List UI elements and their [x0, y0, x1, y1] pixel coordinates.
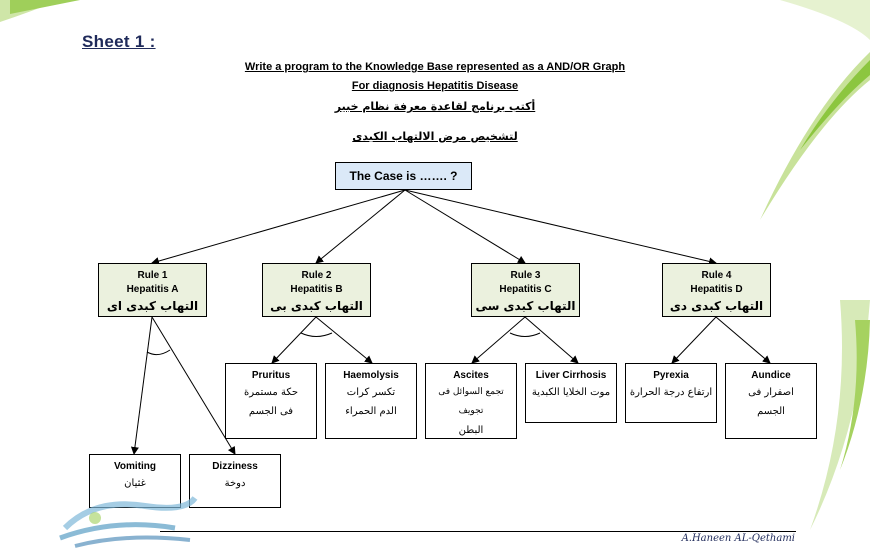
root-node: The Case is ……. ? — [335, 162, 472, 190]
rule-node-3: Rule 3 Hepatitis C التهاب كبدى سى — [471, 263, 580, 317]
symptom-arabic-1: ارتفاع درجة الحرارة — [629, 387, 713, 398]
rule-arabic: التهاب كبدى دى — [669, 299, 764, 313]
symptom-name: Vomiting — [113, 461, 157, 472]
rule-name: Rule 2 — [301, 270, 332, 281]
symptom-node-dizziness: Dizziness دوخة — [189, 454, 281, 508]
symptom-node-vomiting: Vomiting غثيان — [89, 454, 181, 508]
symptom-name: Ascites — [453, 370, 489, 381]
heading-arabic-1: أكتب برنامج لقاعدة معرفة نظام خبير — [334, 100, 536, 113]
symptom-node-pyrexia: Pyrexia ارتفاع درجة الحرارة — [625, 363, 717, 423]
rule-arabic: التهاب كبدى بى — [270, 299, 363, 313]
rule-name: Rule 3 — [510, 270, 541, 281]
symptom-arabic-2: البطن — [458, 425, 484, 436]
rule-type: Hepatitis C — [499, 284, 552, 295]
symptom-name: Dizziness — [212, 461, 258, 472]
symptom-node-haemolysis: Haemolysis تكسر كرات الدم الحمراء — [325, 363, 417, 439]
rule-arabic: التهاب كبدى اى — [106, 299, 199, 313]
heading-arabic-2: لتشخيص مرض الالتهاب الكبدى — [352, 130, 518, 143]
rule-node-4: Rule 4 Hepatitis D التهاب كبدى دى — [662, 263, 771, 317]
rule-arabic: التهاب كبدى سى — [475, 299, 576, 313]
symptom-name: Haemolysis — [343, 370, 399, 381]
rule-node-1: Rule 1 Hepatitis A التهاب كبدى اى — [98, 263, 207, 317]
symptom-arabic-1: تكسر كرات — [346, 387, 396, 398]
symptom-arabic-1: موت الخلايا الكبدية — [531, 387, 611, 398]
symptom-arabic-1: حكة مستمرة — [243, 387, 299, 398]
rule-node-2: Rule 2 Hepatitis B التهاب كبدى بى — [262, 263, 371, 317]
rule-type: Hepatitis A — [126, 284, 179, 295]
symptom-arabic-1: غثيان — [124, 478, 146, 489]
symptom-arabic-1: اصفرار فى — [748, 387, 794, 398]
symptom-arabic-1: دوخة — [224, 478, 246, 489]
symptom-name: Pyrexia — [653, 370, 689, 381]
symptom-arabic-2: فى الجسم — [248, 406, 294, 417]
watermark-logo — [59, 495, 198, 548]
symptom-arabic-2: الدم الحمراء — [345, 406, 397, 417]
rule-type: Hepatitis B — [290, 284, 343, 295]
rule-type: Hepatitis D — [690, 284, 743, 295]
heading-english-1: Write a program to the Knowledge Base re… — [244, 61, 626, 73]
footer-divider — [160, 531, 796, 532]
symptom-name: Aundice — [751, 370, 791, 381]
symptom-arabic-2: الجسم — [757, 406, 785, 417]
symptom-node-liver-cirrhosis: Liver Cirrhosis موت الخلايا الكبدية — [525, 363, 617, 423]
sheet-title: Sheet 1 : — [82, 32, 156, 51]
symptom-arabic-1: تجمع السوائل فى تجويف — [438, 387, 504, 416]
rule-name: Rule 4 — [701, 270, 732, 281]
rule-name: Rule 1 — [137, 270, 168, 281]
author-signature: A.Haneen AL-Qethami — [681, 533, 795, 544]
symptom-node-ascites: Ascites تجمع السوائل فى تجويف البطن — [425, 363, 517, 439]
symptom-name: Pruritus — [251, 370, 291, 381]
heading-english-2: For diagnosis Hepatitis Disease — [351, 80, 519, 92]
symptom-node-aundice: Aundice اصفرار فى الجسم — [725, 363, 817, 439]
symptom-node-pruritus: Pruritus حكة مستمرة فى الجسم — [225, 363, 317, 439]
symptom-name: Liver Cirrhosis — [535, 370, 607, 381]
